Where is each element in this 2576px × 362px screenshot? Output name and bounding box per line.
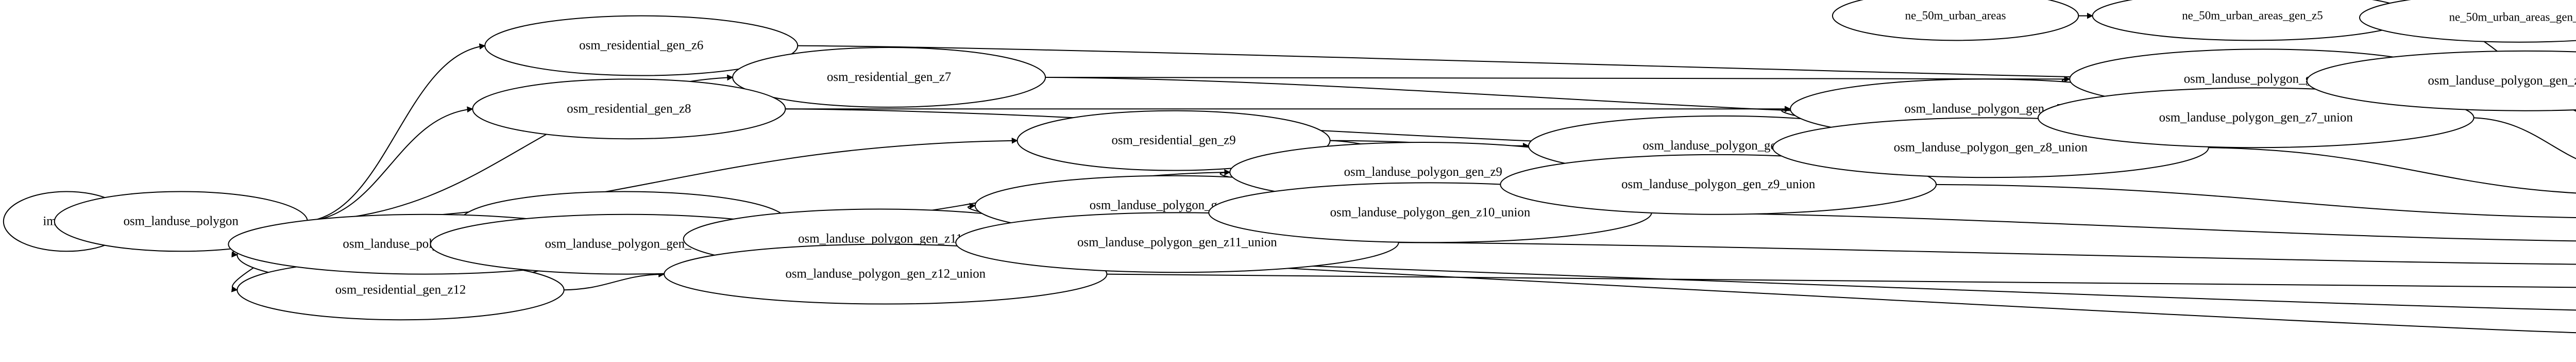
node-label-osm_landuse_polygon_gen_z11: osm_landuse_polygon_gen_z11 bbox=[798, 232, 962, 246]
node-label-osm_residential_gen_z8: osm_residential_gen_z8 bbox=[567, 102, 691, 116]
edge-osm_landuse_polygon_gen_z11_union--layer_landuse.z11 bbox=[1399, 242, 2576, 265]
node-label-osm_residential_gen_z12: osm_residential_gen_z12 bbox=[335, 283, 466, 297]
node-label-osm_landuse_polygon_gen_z7_union: osm_landuse_polygon_gen_z7_union bbox=[2159, 110, 2353, 124]
node-osm_landuse_polygon_gen_z7_union[interactable] bbox=[2038, 88, 2474, 147]
node-ne_50m_urban_areas[interactable] bbox=[1833, 0, 2078, 40]
node-label-osm_landuse_polygon_gen_z8_union: osm_landuse_polygon_gen_z8_union bbox=[1894, 140, 2088, 154]
edge-osm_landuse_polygon_gen_z8_union--layer_landuse.z8 bbox=[2209, 147, 2576, 195]
node-label-osm_residential_gen_z6: osm_residential_gen_z6 bbox=[579, 39, 703, 53]
node-label-ne_50m_urban_areas: ne_50m_urban_areas bbox=[1905, 9, 2006, 22]
node-label-ne_50m_urban_areas_gen_z5: ne_50m_urban_areas_gen_z5 bbox=[2182, 9, 2323, 22]
node-label-osm_landuse_polygon_gen_z9: osm_landuse_polygon_gen_z9 bbox=[1344, 165, 1502, 179]
node-osm_residential_gen_z8[interactable] bbox=[472, 79, 785, 139]
node-osm_landuse_polygon_gen_z9_union[interactable] bbox=[1500, 155, 1936, 215]
node-label-osm_landuse_polygon_gen_z9_union: osm_landuse_polygon_gen_z9_union bbox=[1621, 177, 1816, 191]
edge-osm_residential_gen_z12--osm_landuse_polygon_gen_z12_union bbox=[564, 264, 667, 290]
node-layer: imposm3osm_landuse_polygonosm_residentia… bbox=[4, 0, 2576, 320]
node-label-ne_50m_urban_areas_gen_z4: ne_50m_urban_areas_gen_z4 bbox=[2449, 11, 2576, 24]
node-osm_residential_gen_z9[interactable] bbox=[1018, 111, 1330, 171]
edge-osm_landuse_polygon--osm_residential_gen_z6 bbox=[308, 38, 487, 222]
node-label-osm_landuse_polygon: osm_landuse_polygon bbox=[124, 214, 239, 228]
edge-osm_landuse_polygon_gen_z7_union--layer_landuse.z7 bbox=[2474, 118, 2576, 172]
node-label-osm_landuse_polygon_gen_z7: osm_landuse_polygon_gen_z7 bbox=[1905, 102, 2063, 116]
edge-osm_landuse_polygon_gen_z9_union--layer_landuse.z9 bbox=[1936, 185, 2576, 218]
node-ne_50m_urban_areas_gen_z4[interactable] bbox=[2360, 0, 2576, 42]
node-label-osm_landuse_polygon_gen_z12: osm_landuse_polygon_gen_z12 bbox=[545, 237, 710, 251]
node-label-osm_landuse_polygon_gen_z6_union: osm_landuse_polygon_gen_z6_union bbox=[2428, 74, 2576, 88]
node-label-osm_residential_gen_z7: osm_residential_gen_z7 bbox=[827, 70, 951, 84]
node-label-osm_landuse_polygon_gen_z11_union: osm_landuse_polygon_gen_z11_union bbox=[1077, 235, 1277, 249]
node-osm_residential_gen_z6[interactable] bbox=[485, 16, 798, 76]
edge-osm_landuse_polygon--osm_residential_gen_z8 bbox=[308, 100, 475, 221]
node-label-osm_residential_gen_z9: osm_residential_gen_z9 bbox=[1111, 134, 1235, 147]
node-osm_residential_gen_z7[interactable] bbox=[733, 47, 1045, 107]
edge-osm_landuse_polygon_gen_z10_union--layer_landuse.z10 bbox=[1652, 212, 2576, 241]
node-osm_landuse_polygon_gen_z6_union[interactable] bbox=[2307, 51, 2576, 111]
node-label-osm_landuse_polygon_gen_z12_union: osm_landuse_polygon_gen_z12_union bbox=[785, 267, 986, 281]
node-label-osm_landuse_polygon_gen_z10_union: osm_landuse_polygon_gen_z10_union bbox=[1330, 205, 1531, 219]
edge-osm_residential_gen_z7--osm_landuse_polygon_gen_z6 bbox=[1045, 68, 2072, 90]
